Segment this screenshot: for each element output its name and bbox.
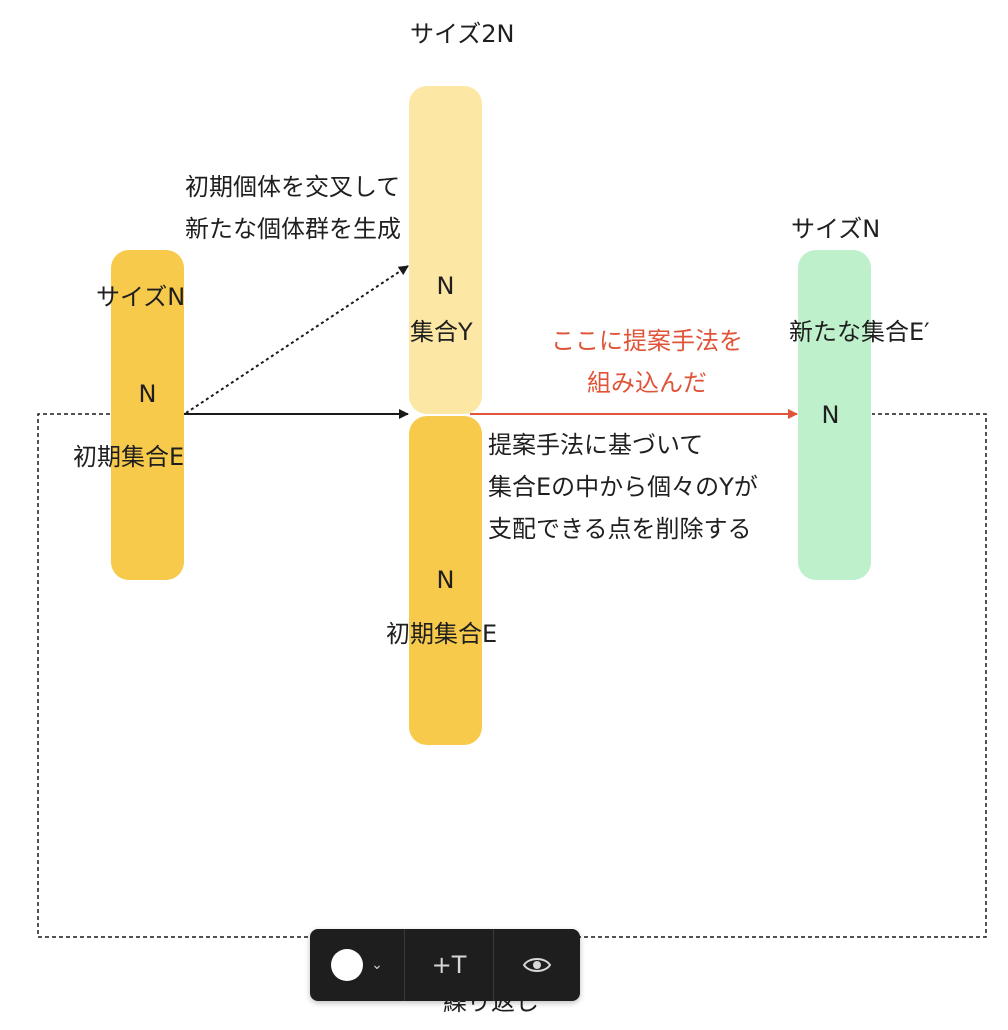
middle-size-label: サイズ2N <box>410 20 515 48</box>
eye-icon <box>522 958 552 972</box>
new-name-label: 新たな集合E′ <box>789 318 930 346</box>
crossover-note: 初期個体を交叉して 新たな個体群を生成 <box>185 166 401 250</box>
middle-e-name-label: 初期集合E <box>386 620 498 648</box>
proposal-note-line1: ここに提案手法を <box>551 327 743 355</box>
toolbar-divider <box>493 929 494 1001</box>
initial-size-label: サイズN <box>96 283 186 311</box>
proposal-note: ここに提案手法を 組み込んだ <box>538 320 756 404</box>
loop-dashed-path <box>37 413 987 938</box>
middle-e-bar <box>409 416 482 745</box>
chevron-down-icon: ⌄ <box>371 957 383 973</box>
crossover-note-line2: 新たな個体群を生成 <box>185 215 401 243</box>
set-y-n-label: N <box>436 272 455 300</box>
set-y-bar <box>409 86 482 414</box>
removal-note-line2: 集合Eの中から個々のYが <box>488 473 758 501</box>
floating-toolbar: ⌄ +T <box>310 929 580 1001</box>
color-picker-button[interactable]: ⌄ <box>310 929 404 1001</box>
proposal-note-line2: 組み込んだ <box>587 369 707 397</box>
initial-name-label: 初期集合E <box>73 443 185 471</box>
removal-note-line1: 提案手法に基づいて <box>488 431 704 459</box>
crossover-arrow <box>185 265 409 414</box>
set-y-name-label: 集合Y <box>410 318 473 346</box>
middle-e-n-label: N <box>436 566 455 594</box>
removal-note-line3: 支配できる点を削除する <box>488 515 752 543</box>
add-text-button[interactable]: +T <box>405 929 493 1001</box>
initial-set-bar <box>111 250 184 580</box>
color-swatch-icon <box>331 949 364 981</box>
add-text-icon: +T <box>431 951 467 979</box>
new-size-label: サイズN <box>791 215 881 243</box>
new-n-label: N <box>821 401 840 429</box>
toolbar-divider <box>404 929 405 1001</box>
crossover-note-line1: 初期個体を交叉して <box>185 173 401 201</box>
removal-note: 提案手法に基づいて 集合Eの中から個々のYが 支配できる点を削除する <box>488 424 758 550</box>
visibility-button[interactable] <box>494 929 580 1001</box>
initial-n-label: N <box>138 380 157 408</box>
new-set-bar <box>798 250 871 580</box>
